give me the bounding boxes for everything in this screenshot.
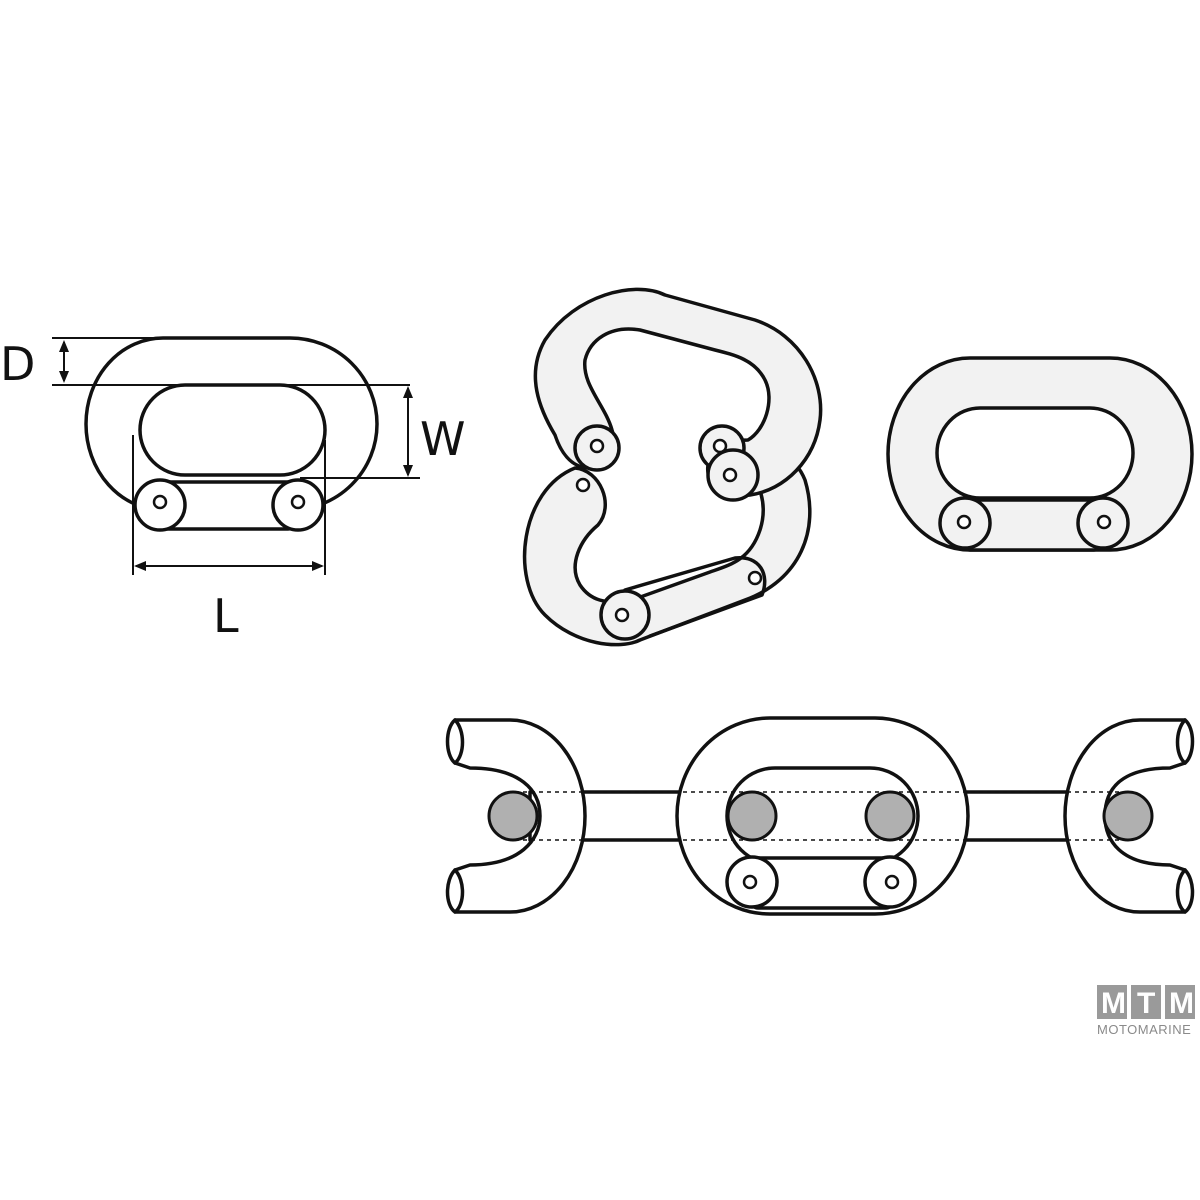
upper-pin-hole-c [722,467,738,483]
rivet-section-2 [726,790,778,842]
logo-box-2 [1131,985,1161,1019]
l-arrow-left [134,561,146,571]
center-pin-hole-left [742,874,758,890]
lower-pin-hole-b [747,570,763,586]
l-arrow-right [312,561,324,571]
lower-pin-hole-a [614,607,630,623]
d-arrow-bottom [59,371,69,383]
l-label: L [213,589,239,643]
logo-letter-3: M [1169,987,1194,1020]
closed-link-opening [935,406,1135,500]
w-label: W [420,412,465,466]
lower-half-sleeve [623,556,767,638]
rivet-section-3 [864,790,916,842]
open-link-halves [522,287,823,647]
right-pin-hole [290,494,306,510]
logo-wordmark: MOTOMARINE [1097,1022,1191,1037]
chain-bar-right [958,790,1082,842]
left-end-break-top [453,718,465,765]
w-arrow-top [403,386,413,398]
upper-pin-hole-a [589,438,605,454]
closed-link [886,356,1194,552]
rivet-section-1 [487,790,539,842]
logo-box-1 [1097,985,1127,1019]
left-end-link [445,718,587,914]
dimensioned-link-outline: D W L [0,336,465,643]
d-arrow-top [59,340,69,352]
left-pin-hole [152,494,168,510]
rivet-section-4 [1102,790,1154,842]
motomarine-logo: M T M MOTOMARINE [1097,985,1195,1037]
w-arrow-bottom [403,465,413,477]
chain-assembly [445,716,1195,916]
logo-letter-1: M [1101,987,1126,1020]
left-end-break-bottom [453,868,465,914]
d-label: D [0,337,35,391]
center-pin-hole-right [884,874,900,890]
lower-pin-hole-c [575,477,591,493]
closed-pin-hole-right [1096,514,1112,530]
logo-letter-2: T [1137,987,1155,1020]
inner-opening [138,383,327,477]
upper-half-link [533,287,823,498]
right-end-break-bottom [1175,868,1187,914]
right-end-link [1063,718,1195,914]
right-end-break-top [1175,718,1187,765]
logo-box-3 [1165,985,1195,1019]
closed-pin-hole-left [956,514,972,530]
